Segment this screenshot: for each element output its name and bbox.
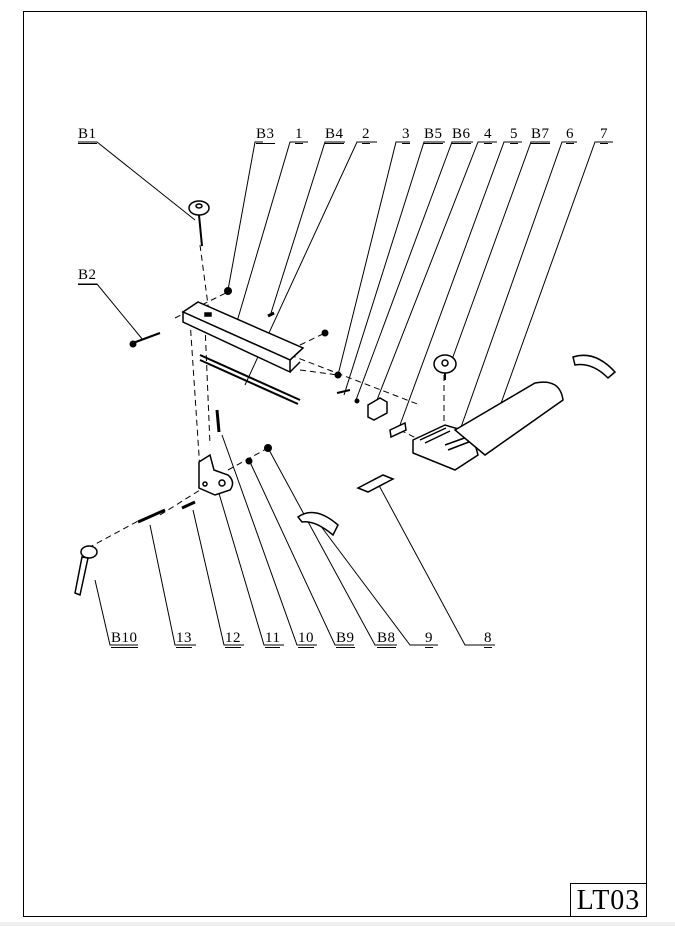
part-11-hinge xyxy=(198,453,234,496)
part-8-strip xyxy=(356,474,395,493)
part-B1-knob xyxy=(188,200,210,247)
callout-B7: B7 xyxy=(531,126,550,144)
assembly-lines xyxy=(87,244,445,549)
callout-B1: B1 xyxy=(78,126,97,144)
part-5-plate xyxy=(389,421,407,439)
leader-B3 xyxy=(227,141,263,291)
leader-6 xyxy=(459,141,577,431)
leader-10 xyxy=(221,434,317,646)
part-B8-nut xyxy=(264,444,272,452)
callout-10: 10 xyxy=(298,630,314,648)
part-pad-segment xyxy=(572,354,617,380)
leader-8 xyxy=(374,477,495,646)
part-13-shaft xyxy=(137,508,166,524)
leader-11 xyxy=(214,479,284,646)
callout-2: 2 xyxy=(362,126,370,144)
leader-2 xyxy=(244,141,377,386)
part-12-pin xyxy=(181,500,196,510)
leader-B10 xyxy=(94,579,138,646)
callout-7: 7 xyxy=(600,126,608,144)
callout-B2: B2 xyxy=(78,267,97,285)
leader-1 xyxy=(235,141,308,326)
callout-B4: B4 xyxy=(325,126,344,144)
part-B5-washer xyxy=(334,371,342,379)
part-4-block xyxy=(367,397,388,421)
part-1-bracket xyxy=(181,301,305,374)
leader-B2 xyxy=(78,283,144,341)
callout-B3: B3 xyxy=(256,126,275,144)
callout-13: 13 xyxy=(176,630,192,648)
leader-9 xyxy=(319,524,438,646)
callout-B8: B8 xyxy=(377,630,396,648)
drawing-code-box: LT03 xyxy=(570,883,647,917)
leader-B6 xyxy=(355,141,473,401)
callout-B6: B6 xyxy=(452,126,471,144)
callout-12: 12 xyxy=(225,630,241,648)
leader-13 xyxy=(149,524,196,646)
leader-B7 xyxy=(449,141,550,366)
part-7-pad xyxy=(453,381,564,456)
callout-B9: B9 xyxy=(336,630,355,648)
callout-11: 11 xyxy=(265,630,281,648)
callout-9: 9 xyxy=(425,630,433,648)
leader-B9 xyxy=(249,461,354,646)
drawing-code: LT03 xyxy=(576,885,641,916)
part-B7-knob xyxy=(433,354,457,380)
callout-4: 4 xyxy=(484,126,492,144)
callout-3: 3 xyxy=(402,126,410,144)
drawing-frame xyxy=(23,11,647,917)
callout-6: 6 xyxy=(566,126,574,144)
part-B10-lever xyxy=(74,545,98,597)
callout-8: 8 xyxy=(484,630,492,648)
leader-5 xyxy=(399,141,522,426)
callout-B10: B10 xyxy=(111,630,138,648)
leader-B4 xyxy=(270,141,345,314)
leader-7 xyxy=(494,141,613,421)
part-10-spring xyxy=(215,409,221,433)
callout-B5: B5 xyxy=(424,126,443,144)
callout-5: 5 xyxy=(510,126,518,144)
leader-B5 xyxy=(343,141,445,396)
leader-3 xyxy=(337,141,410,376)
part-2-rod xyxy=(199,354,301,405)
part-B2-bolt xyxy=(129,332,161,348)
part-B6-nut xyxy=(336,389,360,404)
part-B9-washer xyxy=(245,457,253,465)
callout-1: 1 xyxy=(295,126,303,144)
part-9-curved-pad xyxy=(296,511,339,537)
leader-4 xyxy=(374,141,497,406)
leader-B1 xyxy=(78,141,196,221)
leader-12 xyxy=(192,509,244,646)
part-3-screw xyxy=(321,329,329,337)
part-B4-screw xyxy=(267,311,275,318)
part-B3-nut xyxy=(224,287,232,295)
